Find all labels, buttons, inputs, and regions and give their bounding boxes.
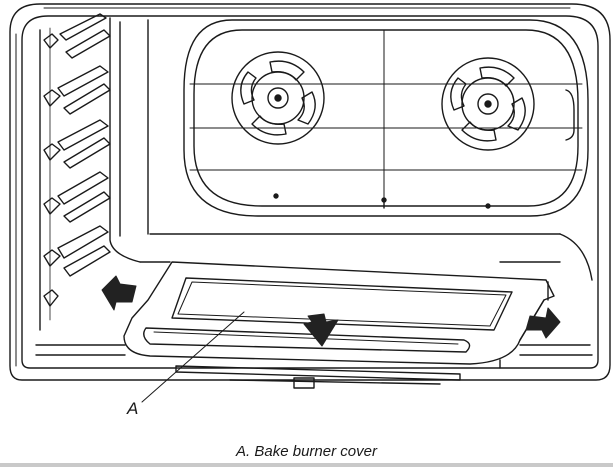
oven-outer-frame: [9, 3, 611, 381]
callout-leader-line: [141, 311, 245, 403]
left-arrow-icon: [101, 275, 137, 311]
down-arrow-icon: [303, 313, 339, 347]
fan-housing: [183, 19, 589, 217]
callout-label-a: A: [127, 399, 139, 418]
bottom-divider: [0, 463, 613, 467]
figure-caption: A. Bake burner cover: [236, 443, 377, 460]
cavity-back-wall: [35, 17, 593, 356]
bake-burner-cover: [123, 261, 555, 389]
left-fan-icon: [231, 51, 325, 145]
right-arrow-icon: [525, 307, 561, 339]
insertion-arrows: [101, 275, 561, 347]
right-fan-icon: [441, 57, 535, 151]
rack-supports: [39, 13, 111, 331]
